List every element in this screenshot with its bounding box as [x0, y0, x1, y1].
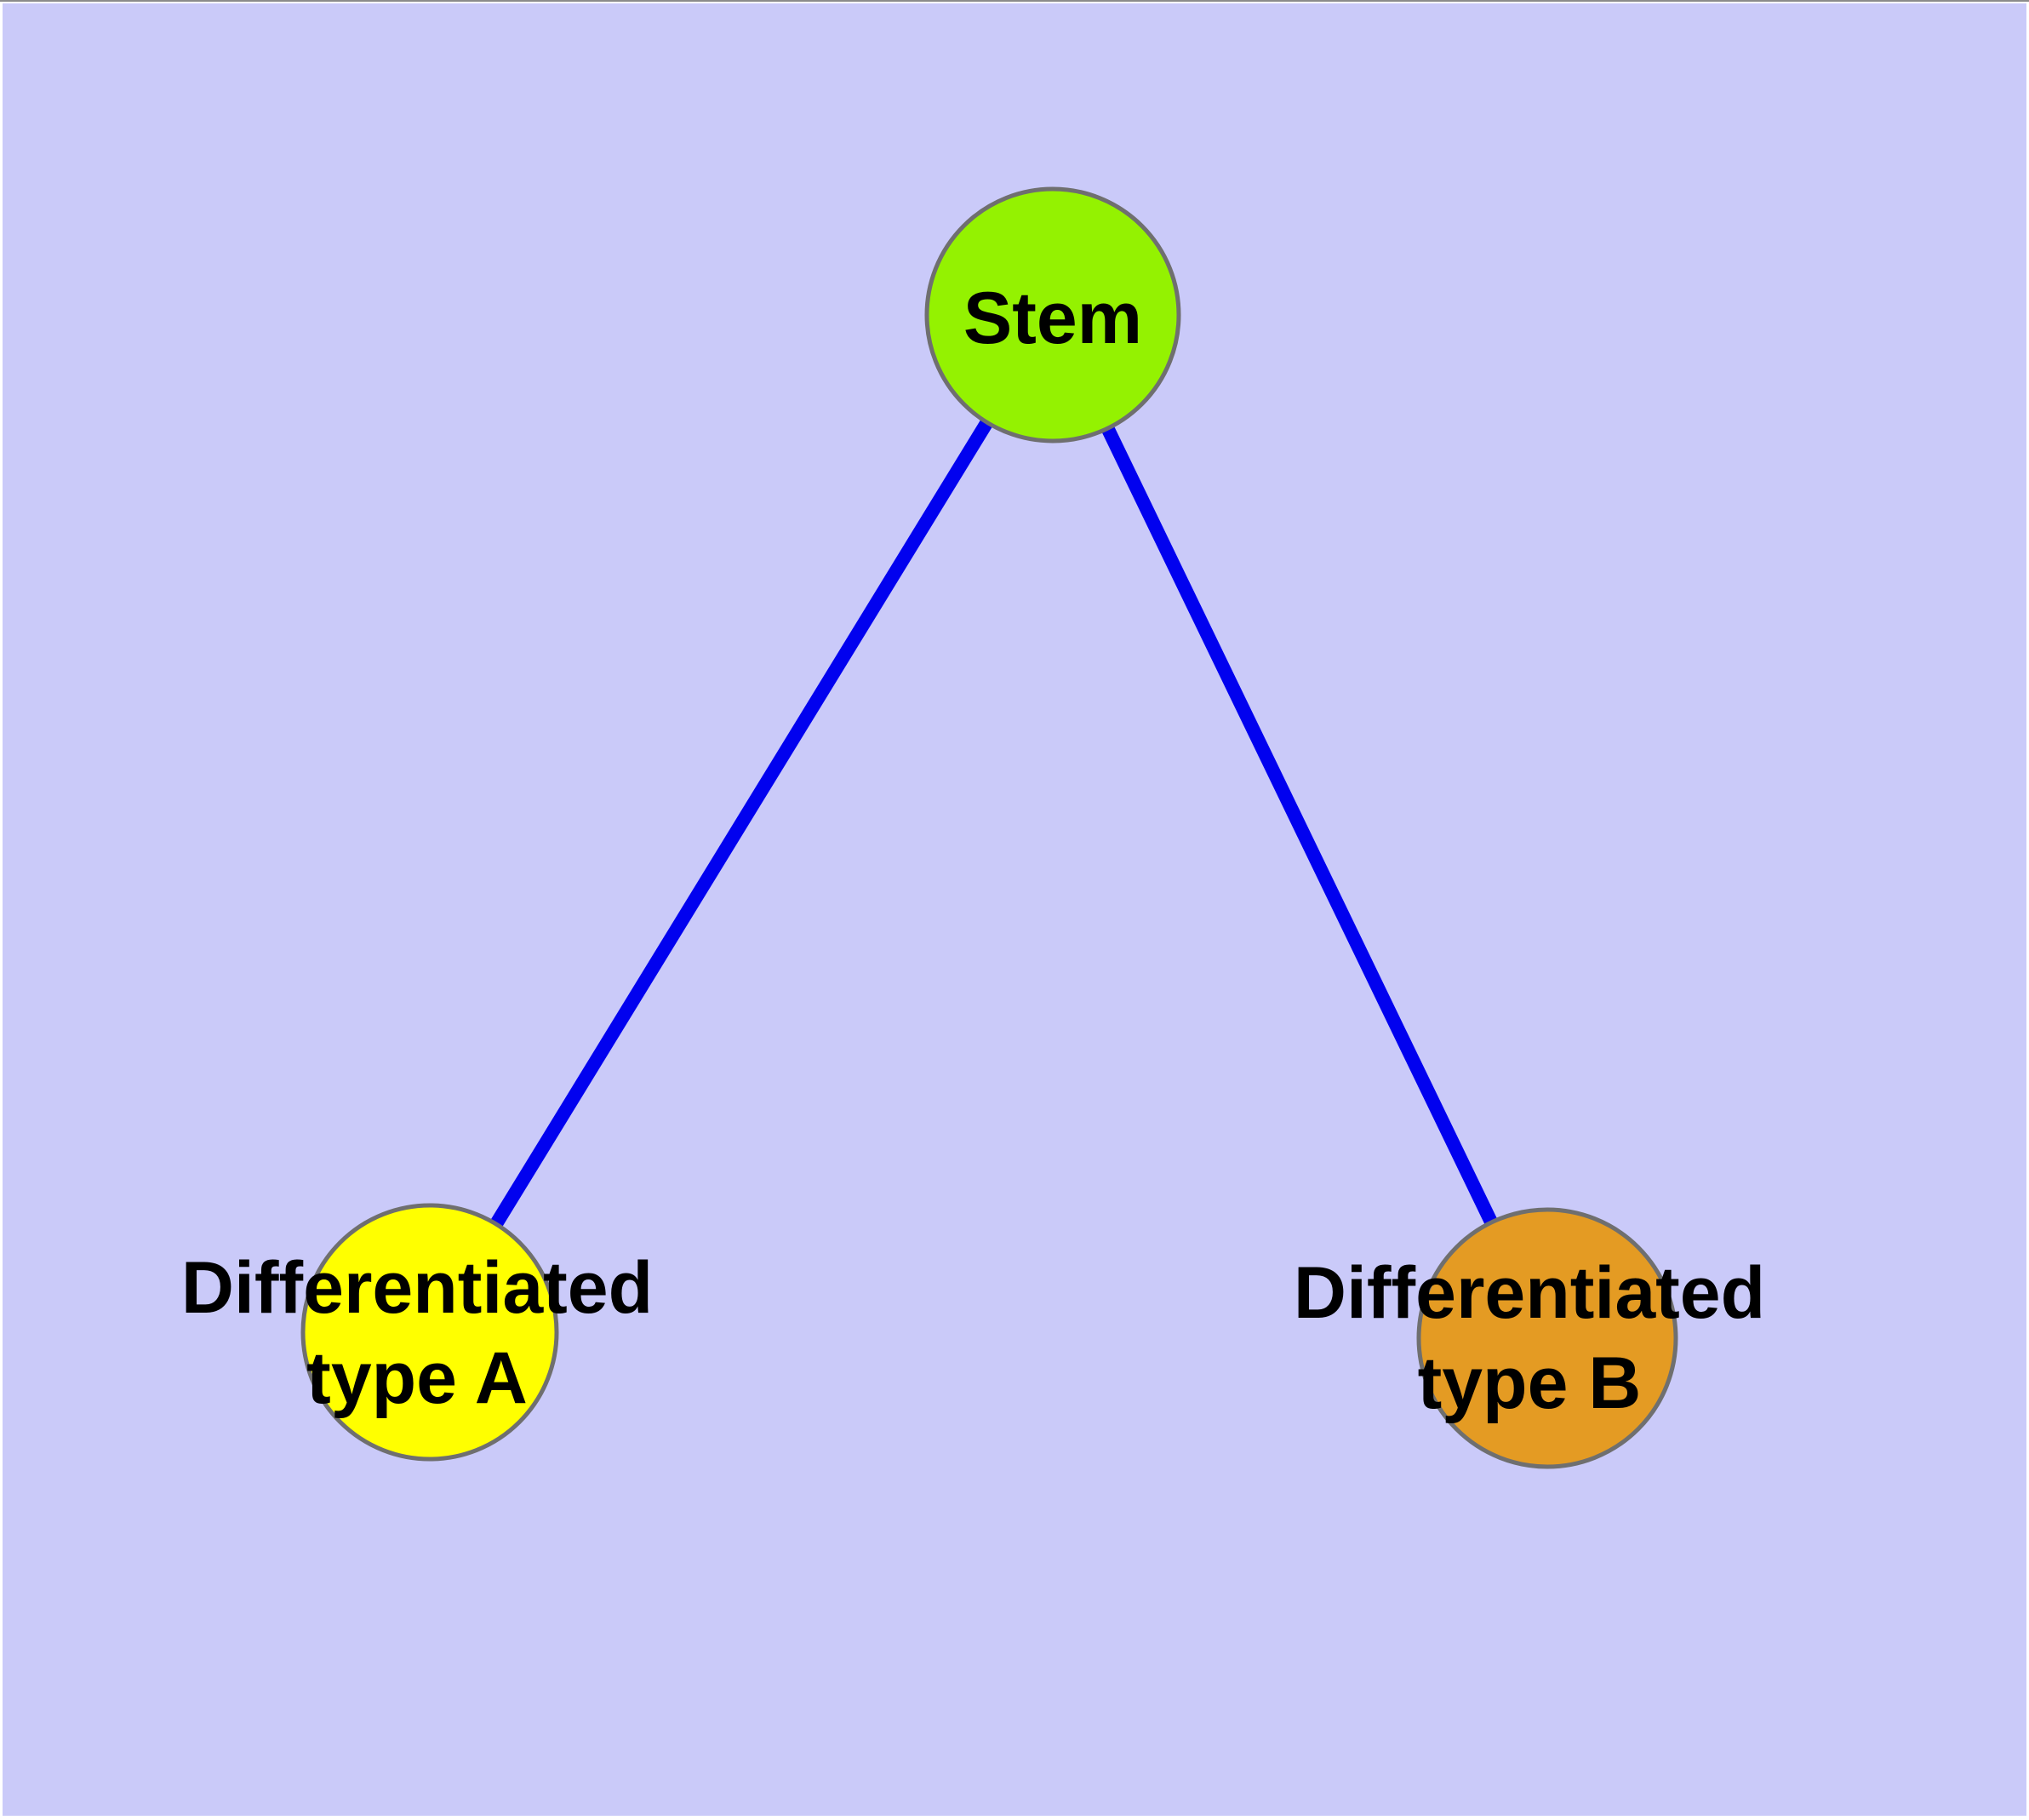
graph-svg [300, 186, 1678, 1469]
node-type-b-circle [1416, 1207, 1678, 1469]
top-edge-line [0, 0, 2029, 2]
node-type-a-label: Differentiated type A [181, 1243, 653, 1423]
edge-stem-to-type-b [1046, 312, 1554, 1342]
node-stem-circle [924, 186, 1181, 444]
node-type-a-label-line2: type A [306, 1337, 528, 1419]
node-type-b-label: Differentiated type B [1294, 1248, 1765, 1428]
node-type-a-circle [300, 1203, 559, 1462]
node-type-b-label-line2: type B [1417, 1342, 1642, 1424]
graph-canvas: Stem Differentiated type A Differentiate… [3, 3, 2026, 1816]
node-type-a-label-line1: Differentiated [180, 1247, 654, 1329]
edge-stem-to-type-a [424, 311, 1059, 1336]
node-stem-label-line: Stem [963, 278, 1143, 359]
node-type-b-label-line1: Differentiated [1293, 1252, 1766, 1334]
node-stem-label: Stem [963, 273, 1142, 363]
